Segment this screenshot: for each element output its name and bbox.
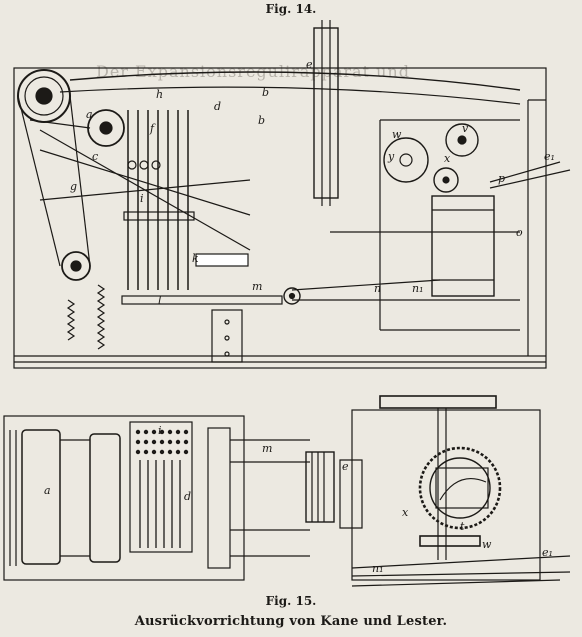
fig14-label-e-6: e	[306, 58, 313, 71]
fig14-label-e-21: e₁	[544, 150, 555, 163]
fig14-label-x-16: x	[444, 152, 451, 165]
figure-14-labels: a h d b b c e f g i k l m n n₁ w x y v p o e₁	[70, 58, 555, 307]
fig14-label-i-9: i	[140, 192, 144, 205]
fig15-label-e-9: e₁	[542, 546, 553, 559]
fig14-label-w-15: w	[392, 128, 402, 141]
fig14-label-l-11: l	[158, 294, 162, 307]
fig15-label-m-4: m	[262, 442, 272, 455]
fig14-label-f-7: f	[149, 122, 156, 135]
fig14-label-v-18: v	[462, 122, 469, 135]
fig14-label-p-19: p	[498, 172, 505, 185]
fig15-label-i-1: i	[158, 424, 162, 437]
figure-15-drawing	[3, 395, 571, 587]
fig14-label-k-10: k	[192, 252, 199, 265]
fig15-label-w-7: w	[482, 538, 492, 551]
fig14-label-b-3: b	[262, 86, 269, 99]
fig14-label-n-13: n	[374, 282, 381, 295]
fig14-label-b-4: b	[258, 114, 265, 127]
figure-15-labels: a i d e m x t w n₁ e₁	[44, 424, 553, 575]
fig15-label-d-2: d	[184, 490, 191, 503]
fig14-label-g-8: g	[70, 180, 77, 193]
figure-14-drawing	[13, 20, 571, 369]
fig14-label-d-2: d	[214, 100, 221, 113]
figure-title-caption: Ausrückvorrichtung von Kane und Lester.	[134, 614, 448, 629]
fig14-label-y-17: y	[387, 150, 395, 163]
figure-15-caption: Fig. 15.	[265, 594, 317, 608]
fig15-label-n-8: n₁	[372, 562, 384, 575]
fig15-label-a-0: a	[44, 484, 51, 497]
figure-14-caption: Fig. 14.	[265, 2, 317, 16]
fig14-label-m-12: m	[252, 280, 262, 293]
fig14-label-n-14: n₁	[412, 282, 424, 295]
fig14-label-o-20: o	[516, 226, 523, 239]
fig15-label-x-5: x	[402, 506, 409, 519]
fig14-label-c-5: c	[92, 150, 98, 163]
fig15-label-t-6: t	[460, 520, 465, 533]
fig14-label-h-1: h	[156, 88, 163, 101]
fig15-label-e-3: e	[342, 460, 349, 473]
fig14-label-a-0: a	[86, 108, 93, 121]
